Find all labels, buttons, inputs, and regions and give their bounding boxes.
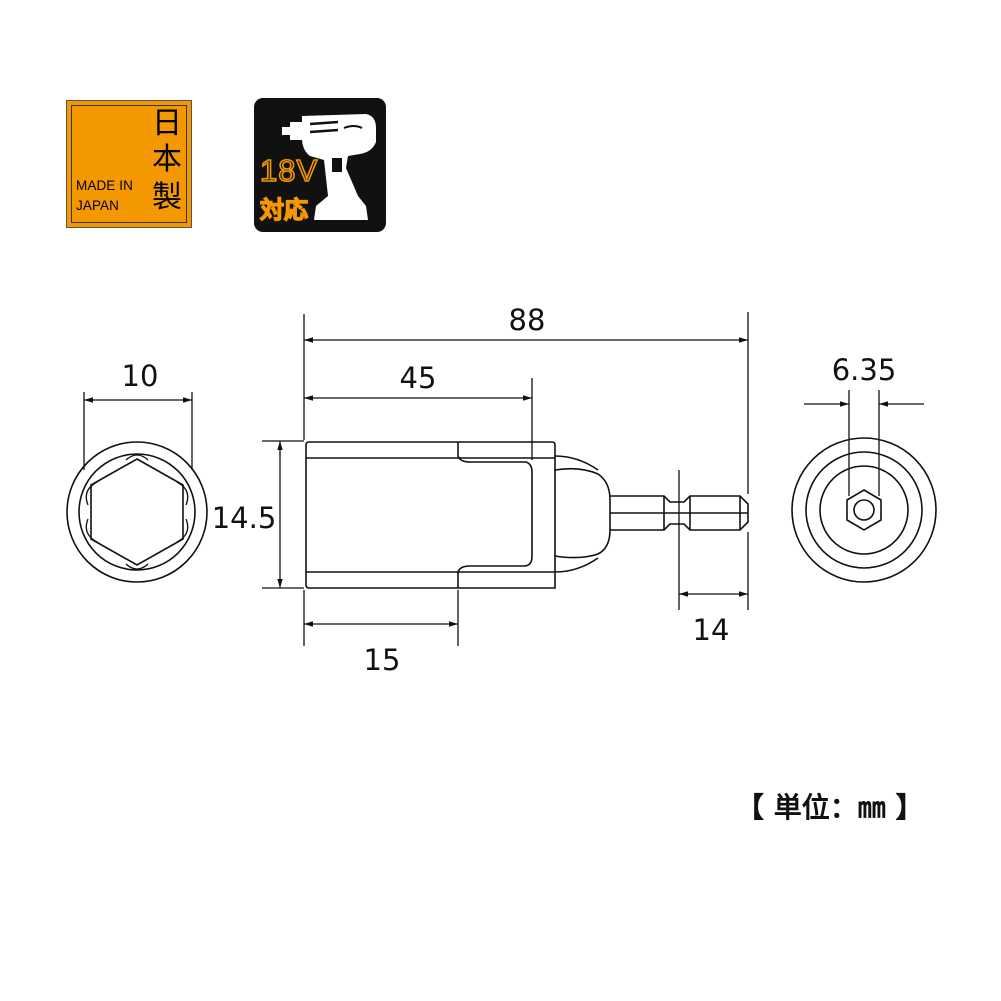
hex-size-dimension [83, 392, 193, 470]
made-in-japan-badge: 日 本 製 MADE IN JAPAN [66, 100, 192, 228]
socket-length-label: 45 [400, 361, 437, 395]
drive-outer-circle [791, 437, 937, 583]
hex-opening [90, 458, 184, 566]
hex-size-label: 10 [122, 359, 159, 393]
voltage-compat-badge: 18V 対応 [254, 98, 386, 232]
socket-length-dimension [304, 378, 533, 460]
unit-label: 【 単位：㎜ 】 [736, 791, 924, 824]
impact-driver-icon [282, 114, 376, 220]
overall-length-label: 88 [509, 303, 546, 337]
outer-diameter-label: 14.5 [212, 501, 277, 535]
outer-circle [66, 441, 208, 583]
drive-neck-circle [819, 465, 909, 555]
voltage-text: 18V [259, 153, 319, 189]
socket-end-view [66, 441, 208, 583]
badge-kanji-3: 製 [152, 180, 182, 215]
badge-frame [71, 105, 187, 223]
drive-inner-circle [805, 451, 923, 569]
shank-length-dimension [678, 470, 749, 610]
badge-japan-text: JAPAN [76, 198, 120, 213]
shank-hex-label: 6.35 [832, 353, 897, 387]
badge-kanji-1: 日 [152, 106, 182, 141]
shank-hex-dimension [804, 390, 924, 496]
shank-length-label: 14 [693, 613, 730, 647]
badge-made-in-text: MADE IN [76, 178, 133, 193]
drive-hex [846, 489, 882, 531]
socket-body-outline [305, 441, 611, 589]
drive-end-view [791, 437, 937, 583]
compat-text: 対応 [259, 195, 308, 224]
drive-hex-inner [853, 499, 875, 521]
badge-kanji-2: 本 [152, 142, 182, 177]
socket-depth-dimension [303, 590, 459, 646]
socket-side-view [305, 441, 749, 589]
outer-diameter-dimension [262, 440, 304, 589]
socket-depth-label: 15 [364, 643, 401, 677]
overall-length-dimension [303, 312, 749, 494]
inner-circle [78, 453, 196, 571]
